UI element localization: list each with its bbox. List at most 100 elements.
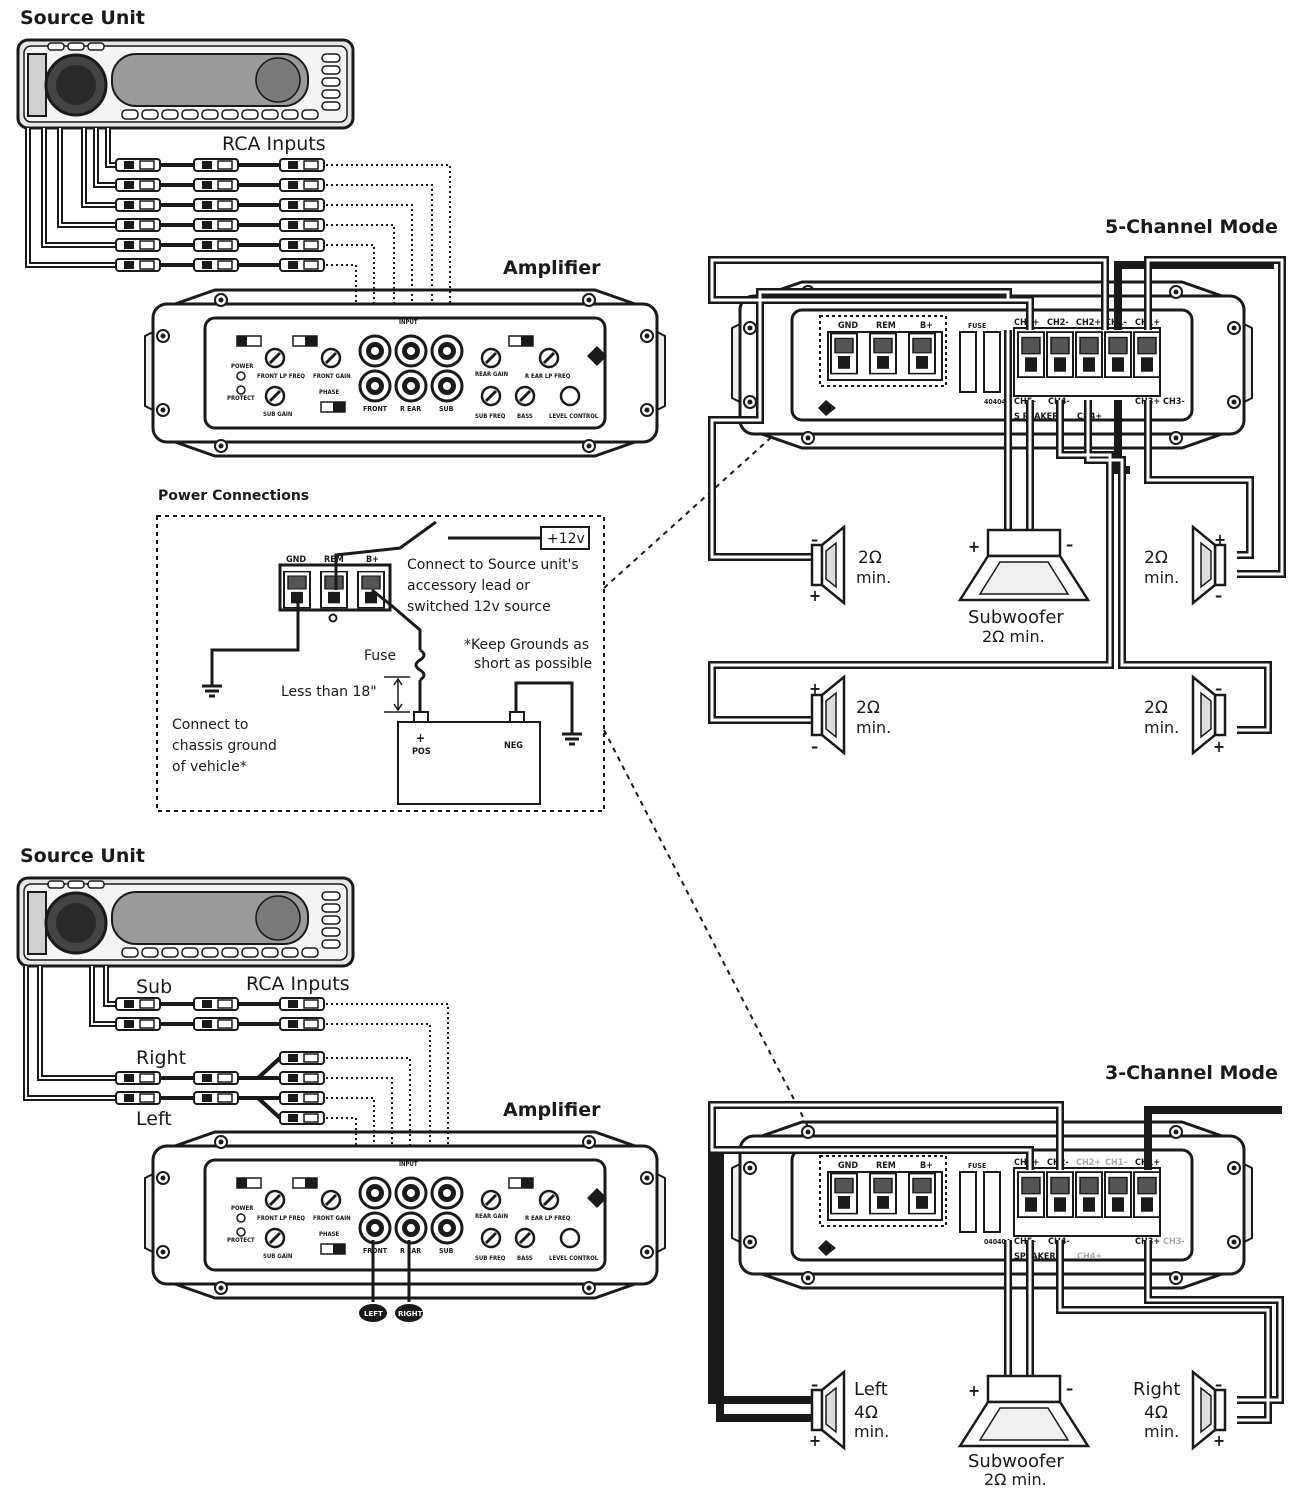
- amp-bottom-sub-gain-label: SUB GAIN: [263, 1253, 293, 1260]
- rca-right-label: Right: [136, 1047, 186, 1069]
- battery-pos-sign: +: [416, 731, 425, 745]
- five-br-ohm: 2Ω: [1144, 698, 1168, 718]
- three-fuse: FUSE: [968, 1162, 986, 1170]
- five-subwoofer: [957, 528, 1091, 602]
- amplifier-bottom: FRONT R EAR SUB INPUT POWER PROTECT FRON…: [145, 1132, 665, 1298]
- five-gnd: GND: [838, 321, 858, 331]
- five-tl-plus: +: [809, 586, 821, 605]
- amp-top-front-gain-label: FRONT GAIN: [313, 373, 351, 380]
- five-channel-amplifier: [732, 282, 1252, 448]
- five-ch5m: CH5-: [1014, 397, 1036, 407]
- top-rca-links: [160, 163, 280, 267]
- five-ch2m: CH2-: [1047, 318, 1069, 328]
- chassis-note-line1: Connect to: [172, 717, 248, 733]
- three-left-ohm: 4Ω: [854, 1403, 878, 1423]
- power-bplus-label: B+: [366, 555, 379, 565]
- five-ohm-code: 404040: [984, 398, 1011, 406]
- rca-sub-label: Sub: [136, 976, 172, 998]
- power-gnd-label: GND: [286, 555, 306, 565]
- amp-top-rear-lp-label: R EAR LP FREQ: [525, 373, 571, 380]
- five-tl-minus: –: [811, 530, 818, 549]
- head-unit-top: [16, 38, 355, 130]
- amp-bottom-sub-label: SUB: [439, 1247, 454, 1255]
- amp-top-front-label: FRONT: [363, 405, 388, 413]
- three-ohm-code: 040404: [984, 1238, 1011, 1246]
- five-br-plus: +: [1213, 737, 1225, 756]
- amp-bottom-front-gain-label: FRONT GAIN: [313, 1215, 351, 1222]
- amp-bottom-protect-label: PROTECT: [227, 1237, 255, 1244]
- five-tl-ohm: 2Ω: [858, 548, 882, 568]
- three-rem: REM: [876, 1161, 896, 1171]
- connect-note-line1: Connect to Source unit's: [407, 557, 579, 573]
- amp-bottom-rear-gain-label: REAR GAIN: [475, 1213, 509, 1220]
- amp-top-sub-gain-label: SUB GAIN: [263, 411, 293, 418]
- amp-bottom-sub-freq-label: SUB FREQ: [475, 1255, 506, 1262]
- five-channel-heading: 5-Channel Mode: [1105, 216, 1278, 238]
- three-right-minus: –: [1215, 1375, 1222, 1394]
- battery: [397, 711, 541, 805]
- five-ch3m: CH3-: [1163, 397, 1185, 407]
- three-right-min: min.: [1144, 1422, 1179, 1441]
- five-speakers: S PEAKERS: [1014, 412, 1064, 422]
- amp-top-input-label: INPUT: [399, 319, 418, 326]
- amp-top-phase-label: PHASE: [319, 389, 340, 396]
- head-unit-bottom: [16, 876, 355, 968]
- three-bplus: B+: [920, 1161, 933, 1171]
- five-ch2p: CH2+: [1076, 318, 1101, 328]
- amp-top-front-lp-label: FRONT LP FREQ: [257, 373, 305, 380]
- left-plug-label: LEFT: [364, 1310, 383, 1318]
- amp-bottom-phase-label: PHASE: [319, 1231, 340, 1238]
- three-left-plus: +: [809, 1431, 821, 1450]
- amp-bottom-level-label: LEVEL CONTROL: [549, 1255, 599, 1262]
- five-tr-min: min.: [1144, 568, 1179, 587]
- bottom-rca-links: [160, 1002, 282, 1120]
- five-fuse: FUSE: [968, 322, 986, 330]
- amp-top-rear-gain-label: REAR GAIN: [475, 371, 509, 378]
- right-plug-label: RIGHT: [398, 1310, 423, 1318]
- amp-top-level-label: LEVEL CONTROL: [549, 413, 599, 420]
- three-sub-label: Subwoofer: [968, 1451, 1064, 1472]
- amp-top-sub-freq-label: SUB FREQ: [475, 413, 506, 420]
- amplifier-top: FRONT R EAR SUB INPUT POWER PROTECT FRON…: [145, 290, 665, 456]
- plus12v-box: [540, 526, 590, 550]
- amp-top-protect-label: PROTECT: [227, 395, 255, 402]
- three-channel-heading: 3-Channel Mode: [1105, 1062, 1278, 1084]
- three-ch5m: CH5-: [1014, 1237, 1036, 1247]
- connect-note-line2: accessory lead or: [407, 578, 530, 594]
- five-bl-plus: +: [809, 679, 821, 698]
- top-rca-plugs: [115, 158, 325, 272]
- three-left-label: Left: [854, 1379, 888, 1400]
- three-right-label: Right: [1133, 1379, 1180, 1400]
- five-sub-plus: +: [968, 537, 980, 556]
- five-bl-minus: –: [811, 737, 818, 756]
- three-ch2p: CH2+: [1076, 1158, 1101, 1168]
- five-br-minus: –: [1215, 679, 1222, 698]
- five-sub-minus: –: [1066, 535, 1073, 554]
- power-connections-heading: Power Connections: [158, 488, 309, 504]
- rca-inputs-top-label: RCA Inputs: [222, 133, 326, 155]
- rca-left-label: Left: [136, 1108, 172, 1130]
- power-wires: [202, 520, 582, 746]
- connect-note-line3: switched 12v source: [407, 599, 551, 615]
- source-unit-bottom-heading: Source Unit: [20, 845, 145, 867]
- battery-neg-label: NEG: [504, 741, 523, 751]
- five-tr-ohm: 2Ω: [1144, 548, 1168, 568]
- three-speakers: SPEAKERS: [1014, 1252, 1062, 1262]
- amp-top-sub-label: SUB: [439, 405, 454, 413]
- three-left-min: min.: [854, 1422, 889, 1441]
- source-unit-top-heading: Source Unit: [20, 7, 145, 29]
- amplifier-top-heading: Amplifier: [503, 257, 601, 279]
- amp-bottom-rear-lp-label: R EAR LP FREQ: [525, 1215, 571, 1222]
- amplifier-bottom-heading: Amplifier: [503, 1099, 601, 1121]
- keep-grounds-line1: *Keep Grounds as: [464, 637, 589, 653]
- five-tl-min: min.: [856, 568, 891, 587]
- amp-bottom-input-label: INPUT: [399, 1161, 418, 1168]
- five-sub-label: Subwoofer: [968, 607, 1064, 628]
- distance-arrow: [384, 676, 410, 713]
- amp-top-power-label: POWER: [231, 363, 254, 370]
- three-sub-minus: –: [1066, 1379, 1073, 1398]
- amp-bottom-front-lp-label: FRONT LP FREQ: [257, 1215, 305, 1222]
- five-br-min: min.: [1144, 718, 1179, 737]
- five-bl-min: min.: [856, 718, 891, 737]
- three-subwoofer: [957, 1374, 1091, 1448]
